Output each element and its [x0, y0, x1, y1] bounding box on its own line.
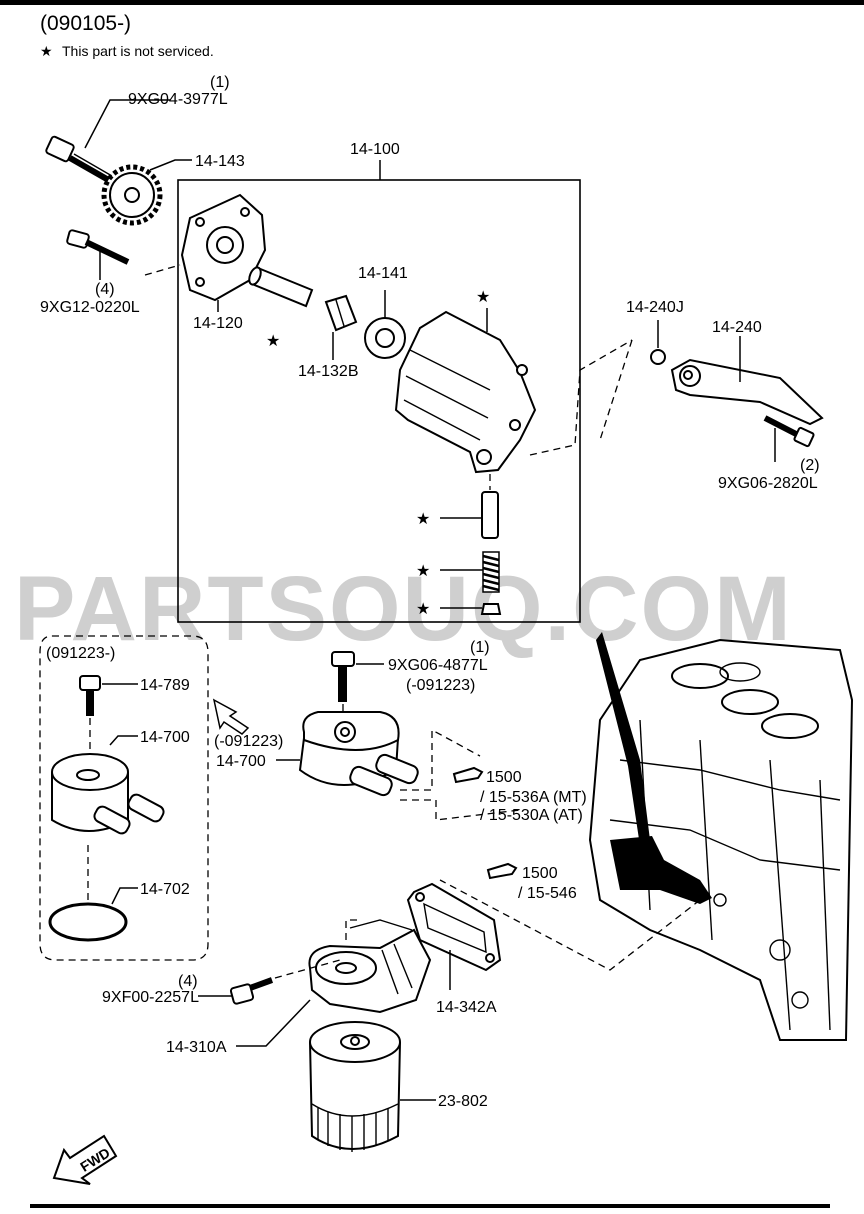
- star-icon: ★: [476, 289, 490, 306]
- inset-label: (091223-): [46, 645, 115, 662]
- shaft: [248, 266, 314, 308]
- callout-label: 14-310A: [166, 1039, 227, 1056]
- inner-rotor-14-132b: [324, 294, 358, 332]
- assembly-box-14-100: [177, 179, 581, 623]
- callout-qty: (2): [800, 457, 820, 474]
- gasket-14-240j: [650, 349, 666, 365]
- dipstick-pipe: [596, 632, 650, 846]
- callout-qty: (4): [178, 973, 198, 990]
- oil-filter-23-802: [309, 1021, 401, 1152]
- callout-qty: (1): [470, 639, 490, 656]
- callout-label: 9XF00-2257L: [102, 989, 199, 1006]
- inset-box: [39, 635, 209, 961]
- relief-plunger: [481, 491, 499, 539]
- callout-label: 9XG06-4877L: [388, 657, 488, 674]
- callout-label: 14-700: [216, 753, 266, 770]
- callout-label: 23-802: [438, 1093, 488, 1110]
- callout-label: 14-240J: [626, 299, 684, 316]
- pointing-hand-icon: [486, 862, 518, 880]
- reference-line: / 15-536A (MT): [480, 789, 587, 806]
- watermark: PARTSOUQ.COM: [14, 558, 793, 660]
- callout-label: 14-700: [140, 729, 190, 746]
- reference-number: 1500: [486, 769, 522, 786]
- arrow-icon: [212, 698, 250, 735]
- bolt-9xg12: [66, 229, 130, 265]
- oil-cooler-14-700: [298, 711, 419, 797]
- callout-label: 9XG12-0220L: [40, 299, 140, 316]
- bottom-rule: [30, 1204, 830, 1208]
- oil-strainer-14-240: [670, 358, 824, 426]
- relief-plug: [480, 603, 502, 615]
- reference-number: 1500: [522, 865, 558, 882]
- callout-label: 14-141: [358, 265, 408, 282]
- callout-label: 14-120: [193, 315, 243, 332]
- star-icon: ★: [416, 601, 430, 618]
- star-icon: ★: [266, 333, 280, 350]
- callout-label: 14-702: [140, 881, 190, 898]
- gasket-14-342a: [406, 882, 502, 972]
- reference-line: / 15-546: [518, 885, 577, 902]
- sprocket-14-143: [101, 164, 163, 226]
- callout-label: 14-143: [195, 153, 245, 170]
- top-rule: [0, 0, 864, 5]
- bolt-9xg06-4877l: [331, 651, 355, 702]
- callout-label: 9XG06-2820L: [718, 475, 818, 492]
- oil-pump-body: [394, 310, 537, 474]
- engine-block: [588, 638, 854, 1041]
- star-icon: ★: [40, 43, 53, 59]
- pointing-hand-icon: [452, 766, 484, 784]
- star-note: This part is not serviced.: [62, 43, 214, 59]
- callout-label: 14-132B: [298, 363, 359, 380]
- callout-note: (-091223): [406, 677, 475, 694]
- bolt-9xg06-2820l: [763, 415, 815, 448]
- oring-14-702: [48, 902, 128, 942]
- callout-label: 14-342A: [436, 999, 497, 1016]
- callout-qty: (4): [95, 281, 115, 298]
- bolt-9xg04: [45, 135, 114, 185]
- callout-label: 14-240: [712, 319, 762, 336]
- callout-label: 9XG04-3977L: [128, 91, 228, 108]
- highlighted-part: [610, 836, 712, 904]
- star-icon: ★: [416, 511, 430, 528]
- bolt-9xf00-2257l: [229, 977, 274, 1005]
- oil-cooler-inset: [51, 753, 165, 835]
- reference-line: / 15-530A (AT): [480, 807, 583, 824]
- fwd-arrow-icon: FWD: [52, 1134, 118, 1185]
- filter-body-14-310a: [308, 919, 432, 1014]
- pump-cover-14-120: [180, 193, 267, 302]
- callout-label: 14-789: [140, 677, 190, 694]
- outer-rotor-14-141: [364, 317, 406, 359]
- header-code: (090105-): [40, 12, 131, 35]
- star-icon: ★: [416, 563, 430, 580]
- callout-qty: (1): [210, 74, 230, 91]
- callout-label: 14-100: [350, 141, 400, 158]
- relief-spring: [482, 551, 500, 593]
- bolt-14-789: [79, 675, 101, 716]
- callout-note: (-091223): [214, 733, 283, 750]
